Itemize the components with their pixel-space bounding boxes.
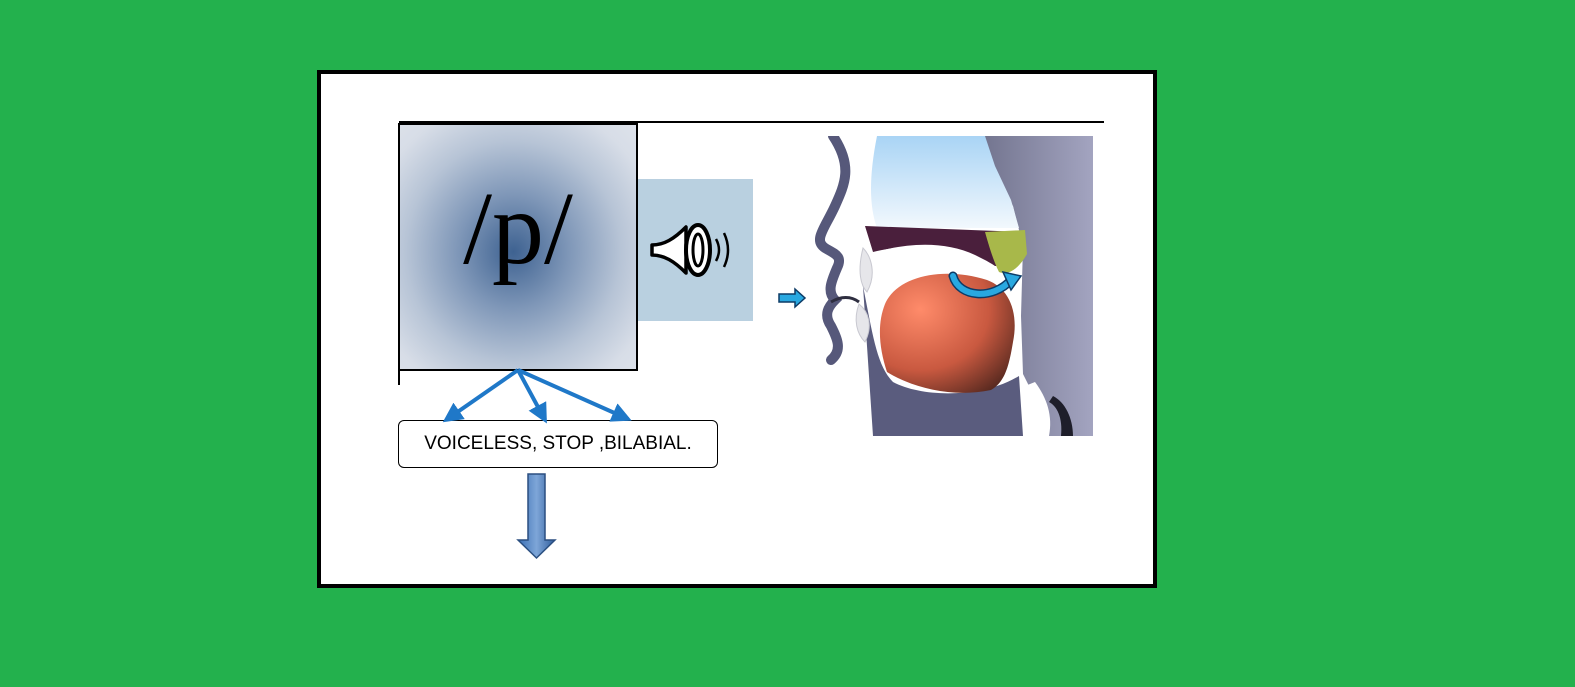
branch-arrow-right	[517, 368, 632, 422]
curved-arrow-icon	[948, 270, 1023, 299]
head-back	[963, 136, 1093, 436]
sound-panel[interactable]	[638, 179, 753, 321]
top-divider	[399, 121, 1104, 123]
phoneme-card: /p/	[398, 123, 638, 371]
branch-arrow-middle	[516, 369, 547, 424]
lower-teeth	[855, 303, 870, 343]
arrow-down-icon	[516, 473, 557, 560]
features-text: VOICELESS, STOP ,BILABIAL.	[424, 433, 692, 454]
velum	[985, 230, 1027, 274]
lower-jaw	[863, 286, 1023, 436]
upper-teeth	[859, 247, 873, 293]
features-label: VOICELESS, STOP ,BILABIAL.	[398, 420, 718, 468]
hard-palate	[865, 226, 1025, 266]
nasal-cavity	[871, 136, 1019, 228]
face-profile	[773, 136, 877, 436]
mouth-diagram	[773, 136, 1093, 436]
tongue	[879, 273, 1015, 393]
arrow-right-icon	[778, 287, 807, 309]
branch-arrow-left	[442, 368, 520, 423]
bracket-tick	[398, 367, 400, 385]
slide-panel: /p/ VOICELESS, STOP ,BILABIAL.	[317, 70, 1157, 588]
phoneme-symbol: /p/	[463, 171, 573, 286]
speaker-icon[interactable]	[646, 215, 746, 287]
branch-arrows	[442, 368, 632, 560]
lip-closure	[830, 296, 860, 304]
